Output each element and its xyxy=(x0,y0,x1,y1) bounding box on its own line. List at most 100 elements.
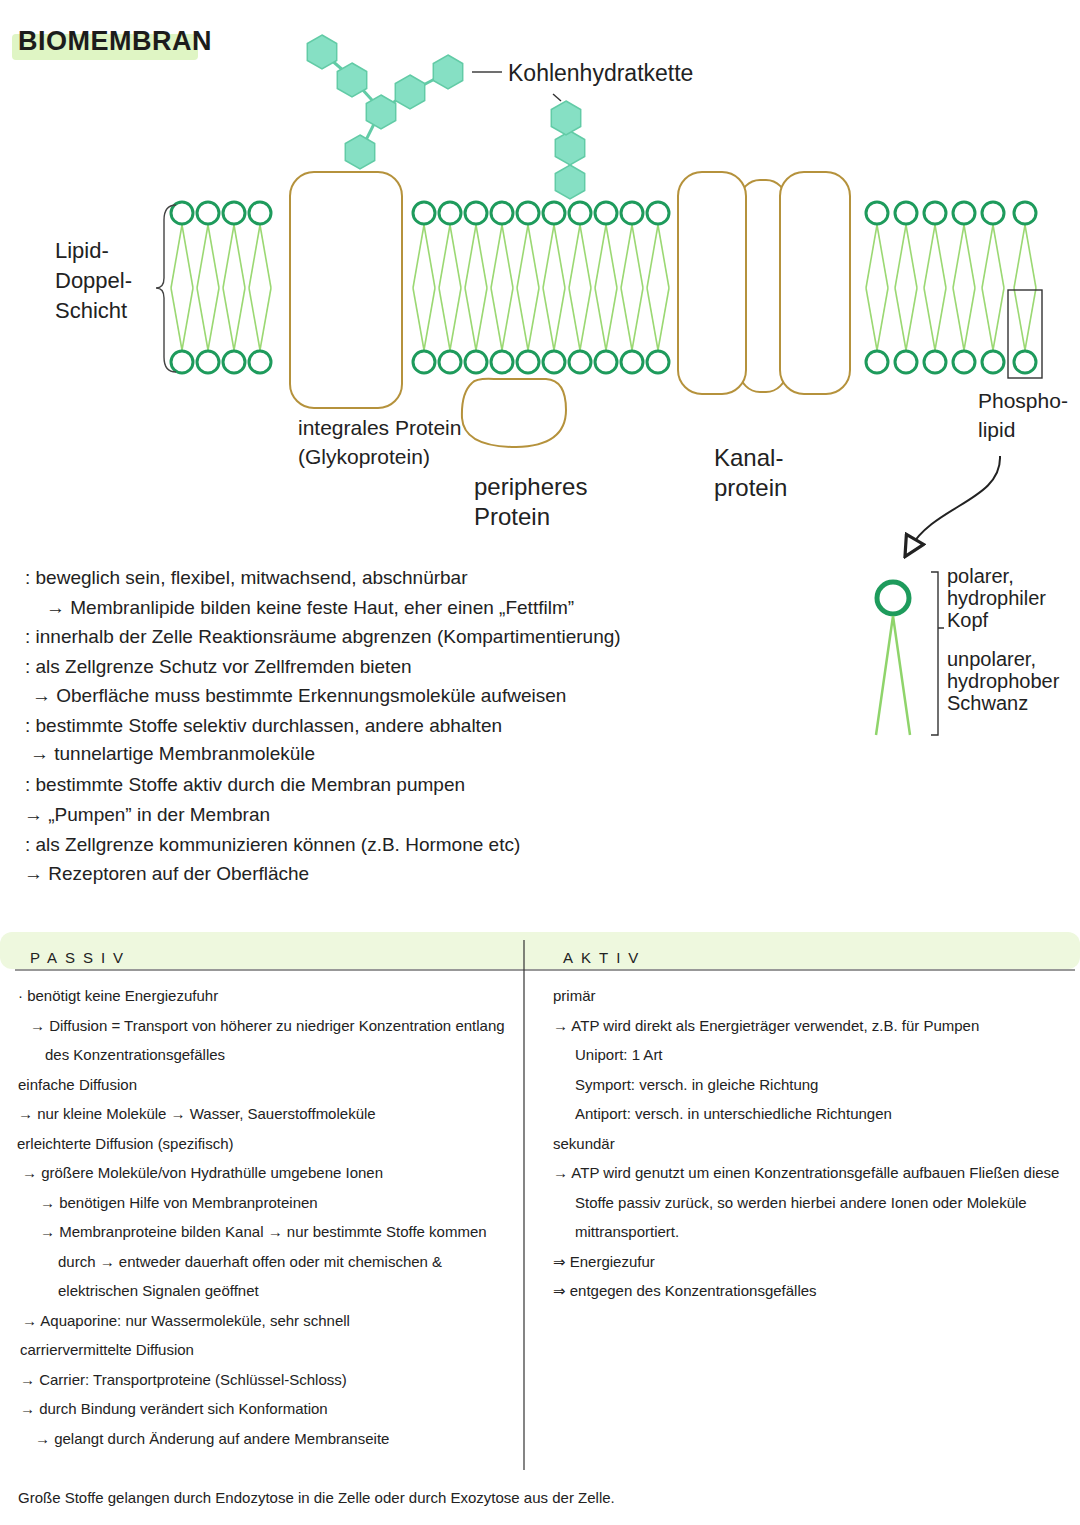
lipid-tail xyxy=(517,288,528,350)
lipid-tail xyxy=(528,225,539,288)
column-line: → ATP wird direkt als Energieträger verw… xyxy=(550,1011,1075,1041)
column-line: Antiport: versch. in unterschiedliche Ri… xyxy=(550,1099,1075,1129)
column-line: → Diffusion = Transport von höherer zu n… xyxy=(15,1011,520,1070)
lipid-head xyxy=(439,351,461,373)
note-line: → Membranlipide bilden keine feste Haut,… xyxy=(46,595,846,621)
lipid-tail xyxy=(993,225,1004,288)
lipid-tail xyxy=(595,225,606,288)
lipid-tail xyxy=(632,225,643,288)
column-line: → Aquaporine: nur Wassermoleküle, sehr s… xyxy=(15,1306,520,1336)
lipid-head xyxy=(982,202,1004,224)
lipid-tail xyxy=(182,288,193,350)
lipid-tail xyxy=(476,225,487,288)
lipid-tail xyxy=(982,225,993,288)
footer-note: Große Stoffe gelangen durch Endozytose i… xyxy=(18,1486,968,1510)
note-line: : innerhalb der Zelle Reaktionsräume abg… xyxy=(25,624,825,650)
lipid-head xyxy=(647,202,669,224)
table-column: PASSIV· benötigt keine Energiezufuhr→ Di… xyxy=(15,945,520,1453)
column-line: → benötigen Hilfe von Membranproteinen xyxy=(15,1188,520,1218)
lipid-head xyxy=(465,202,487,224)
lipid-tail xyxy=(476,288,487,350)
lipid-tail xyxy=(606,288,617,350)
lipid-tail xyxy=(450,288,461,350)
lipid-tail xyxy=(953,288,964,350)
lipid-tail xyxy=(595,288,606,350)
column-line: → durch Bindung verändert sich Konformat… xyxy=(15,1394,520,1424)
column-line: Symport: versch. in gleiche Richtung xyxy=(550,1070,1075,1100)
column-line: carriervermittelte Diffusion xyxy=(15,1335,520,1365)
lipid-tail xyxy=(621,225,632,288)
lipid-tail xyxy=(234,288,245,350)
lipid-head xyxy=(543,202,565,224)
lipid-head xyxy=(982,351,1004,373)
lipid-head xyxy=(517,351,539,373)
note-line: → „Pumpen” in der Membran xyxy=(24,802,824,828)
phospholipid-box xyxy=(1008,290,1042,378)
lipid-tail xyxy=(502,225,513,288)
lipid-head xyxy=(413,351,435,373)
lipid-head xyxy=(569,202,591,224)
lipid-tail xyxy=(993,288,1004,350)
lipid-tail xyxy=(982,288,993,350)
column-line: ⇒ entgegen des Konzentrationsgefälles xyxy=(550,1276,1075,1306)
lipid-head xyxy=(647,351,669,373)
bilayer-brace xyxy=(156,205,176,372)
lipid-tail xyxy=(260,225,271,288)
lipid-tail xyxy=(543,288,554,350)
note-line: : als Zellgrenze kommunizieren können (z… xyxy=(25,832,825,858)
lipid-head xyxy=(249,351,271,373)
part-label: peripheres Protein xyxy=(474,472,619,532)
lipid-tail xyxy=(197,288,208,350)
lipid-tail xyxy=(491,225,502,288)
lipid-tail xyxy=(234,225,245,288)
lipid-head xyxy=(465,351,487,373)
lipid-tail xyxy=(208,225,219,288)
lipid-tail xyxy=(465,225,476,288)
lipid-tail xyxy=(424,225,435,288)
lipid-head xyxy=(953,351,975,373)
lipid-tail xyxy=(658,225,669,288)
lipid-tail xyxy=(580,225,591,288)
lipid-head xyxy=(866,351,888,373)
lipid-tail xyxy=(171,288,182,350)
part-label: Phospho- lipid xyxy=(978,386,1075,444)
lipid-tail xyxy=(895,288,906,350)
lipid-tail xyxy=(866,288,877,350)
lipid-head xyxy=(517,202,539,224)
integral-protein xyxy=(290,172,402,408)
lipid-tail xyxy=(439,225,450,288)
lipid-head xyxy=(249,202,271,224)
phospholipid-head xyxy=(877,582,909,614)
lipid-tail xyxy=(1025,288,1036,350)
lipid-tail xyxy=(249,288,260,350)
lipid-head xyxy=(924,202,946,224)
lipid-head xyxy=(895,202,917,224)
lipid-head xyxy=(491,351,513,373)
lipid-head xyxy=(595,351,617,373)
lipid-tail xyxy=(491,288,502,350)
lipid-tail xyxy=(517,225,528,288)
note-line: : als Zellgrenze Schutz vor Zellfremden … xyxy=(25,654,825,680)
page-title: BIOMEMBRAN xyxy=(18,26,212,57)
lipid-tail xyxy=(171,225,182,288)
lipid-head xyxy=(223,351,245,373)
lipid-tail xyxy=(465,288,476,350)
column-heading: PASSIV xyxy=(15,945,520,981)
lipid-head xyxy=(621,202,643,224)
lipid-tail xyxy=(866,225,877,288)
lipid-head xyxy=(491,202,513,224)
lipid-tail xyxy=(424,288,435,350)
lipid-tail xyxy=(554,225,565,288)
lipid-tail xyxy=(208,288,219,350)
lipid-tail xyxy=(1025,225,1036,288)
lipid-tail xyxy=(924,288,935,350)
column-line: · benötigt keine Energiezufuhr xyxy=(15,981,520,1011)
lipid-tail xyxy=(249,225,260,288)
lipid-tail xyxy=(450,225,461,288)
leader-line xyxy=(472,71,502,72)
table-rule xyxy=(15,969,1075,970)
lipid-head xyxy=(171,351,193,373)
lipid-tail xyxy=(580,288,591,350)
table-divider xyxy=(523,940,524,1470)
lipid-tail xyxy=(895,225,906,288)
